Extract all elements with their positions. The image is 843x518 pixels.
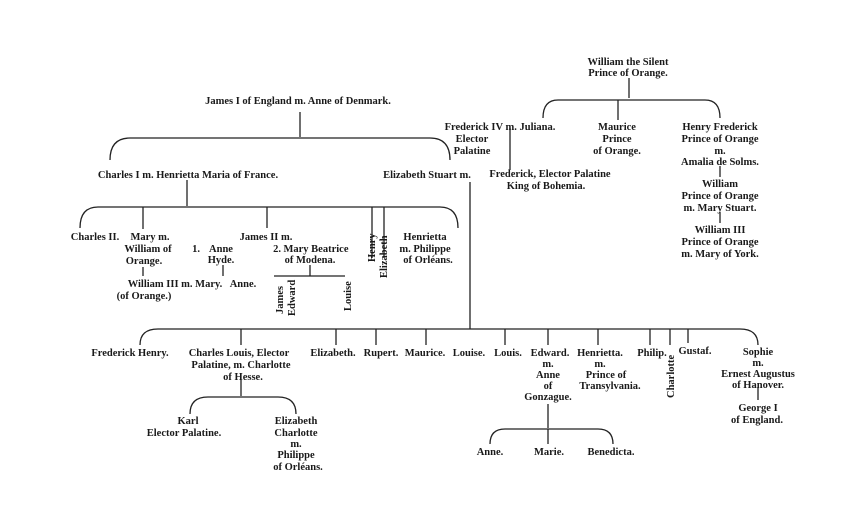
name-james-edward-1: James bbox=[275, 286, 286, 314]
title-henry-frederick: Prince of Orange bbox=[682, 134, 759, 145]
name-maurice: Maurice bbox=[598, 122, 636, 133]
connector bbox=[542, 99, 721, 119]
name-karl: Karl bbox=[178, 416, 199, 427]
title-charles-louis-2: of Hesse. bbox=[223, 372, 263, 383]
spouse-c-sophie: Ernest Augustus bbox=[721, 369, 795, 380]
name-louise-modena: Louise bbox=[343, 281, 354, 311]
title-mary: William of bbox=[124, 244, 172, 255]
title-frederick-iv: Elector bbox=[456, 134, 489, 145]
name-g-anne: Anne. bbox=[477, 447, 504, 458]
title-george-i: of England. bbox=[731, 415, 783, 426]
name-james-i: James I of England m. Anne of Denmark. bbox=[205, 96, 391, 107]
name-charles-ii: Charles II. bbox=[71, 232, 120, 243]
name-charles-louis: Charles Louis, Elector bbox=[189, 348, 290, 359]
title-william-silent: Prince of Orange. bbox=[588, 68, 668, 79]
marriage-c-henrietta: m. bbox=[594, 359, 606, 370]
marriage-c-edward: m. bbox=[542, 359, 554, 370]
name-james-ii: James II m. bbox=[240, 232, 293, 243]
name-henrietta: Henrietta bbox=[403, 232, 447, 243]
wife-number-2: 2. bbox=[273, 244, 281, 255]
spouse-c-henrietta: Prince of bbox=[586, 370, 627, 381]
title-karl: Elector Palatine. bbox=[147, 428, 222, 439]
title-henrietta: of Orléans. bbox=[403, 255, 453, 266]
marriage-henrietta: m. Philippe bbox=[399, 244, 451, 255]
spouse-c-sophie-2: of Hanover. bbox=[732, 380, 784, 391]
name-william-ii: William bbox=[702, 179, 738, 190]
wife-anne-hyde: Hyde. bbox=[208, 255, 235, 266]
marriage-liselotte: m. bbox=[290, 439, 302, 450]
name-henry-vertical: Henry bbox=[367, 233, 378, 262]
spouse-c-henrietta-2: Transylvania. bbox=[579, 381, 641, 392]
note-william-iii-of-orange: (of Orange.) bbox=[117, 291, 172, 302]
wife-mary-beatrice: Mary Beatrice bbox=[283, 244, 348, 255]
connector bbox=[109, 137, 451, 161]
name-william-iii-left: William III m. Mary. bbox=[128, 279, 223, 290]
wife-number-1: 1. bbox=[192, 244, 200, 255]
title-frederick-v: King of Bohemia. bbox=[507, 181, 586, 192]
marriage-william-iii-right: m. Mary of York. bbox=[681, 249, 759, 260]
connector bbox=[139, 328, 759, 346]
name-liselotte-2: Charlotte bbox=[274, 428, 317, 439]
wife-anne: Anne bbox=[209, 244, 233, 255]
name-c-elizabeth: Elizabeth. bbox=[310, 348, 356, 359]
name-c-charlotte-vertical: Charlotte bbox=[666, 355, 677, 398]
name-c-sophie: Sophie bbox=[743, 347, 774, 358]
name-c-maurice: Maurice. bbox=[405, 348, 446, 359]
name-elizabeth-stuart: Elizabeth Stuart m. bbox=[383, 170, 471, 181]
marriage-c-sophie: m. bbox=[752, 358, 764, 369]
name-william-iii-right: William III bbox=[695, 225, 746, 236]
name-amalia: Amalia de Solms. bbox=[681, 157, 759, 168]
name-c-edward: Edward. bbox=[531, 348, 570, 359]
name-henry-frederick: Henry Frederick bbox=[682, 122, 757, 133]
spouse-liselotte-2: of Orléans. bbox=[273, 462, 323, 473]
name-frederick-iv: Frederick IV m. Juliana. bbox=[445, 122, 556, 133]
title-mary-2: Orange. bbox=[126, 256, 163, 267]
marriage-william-ii: m. Mary Stuart. bbox=[684, 203, 757, 214]
title-charles-louis: Palatine, m. Charlotte bbox=[191, 360, 290, 371]
spouse-c-edward: Anne bbox=[536, 370, 560, 381]
name-c-henrietta: Henrietta. bbox=[577, 348, 623, 359]
connector bbox=[489, 428, 614, 445]
name-charles-i: Charles I m. Henrietta Maria of France. bbox=[98, 170, 279, 181]
name-elizabeth-vertical: Elizabeth bbox=[379, 235, 390, 278]
name-william-silent: William the Silent bbox=[588, 57, 669, 68]
title-maurice-2: of Orange. bbox=[593, 146, 641, 157]
name-c-louis: Louis. bbox=[494, 348, 522, 359]
spouse-liselotte: Philippe bbox=[277, 450, 315, 461]
person-labels: William the Silent Prince of Orange. Jam… bbox=[71, 57, 795, 473]
connector bbox=[189, 396, 297, 415]
marriage-henry-frederick: m. bbox=[714, 146, 726, 157]
name-g-marie: Marie. bbox=[534, 447, 564, 458]
name-c-philip: Philip. bbox=[637, 348, 667, 359]
spouse-c-edward-of: of bbox=[544, 381, 553, 392]
connector bbox=[79, 206, 459, 229]
name-g-benedicta: Benedicta. bbox=[588, 447, 635, 458]
title-william-iii-right: Prince of Orange bbox=[682, 237, 759, 248]
name-george-i: George I bbox=[738, 403, 777, 414]
name-frederick-henry: Frederick Henry. bbox=[91, 348, 169, 359]
spouse-c-edward-gonzague: Gonzague. bbox=[524, 392, 572, 403]
name-c-louise: Louise. bbox=[453, 348, 486, 359]
title-william-ii: Prince of Orange bbox=[682, 191, 759, 202]
name-c-rupert: Rupert. bbox=[364, 348, 399, 359]
name-anne-queen: Anne. bbox=[230, 279, 257, 290]
title-maurice: Prince bbox=[602, 134, 631, 145]
name-james-edward-2: Edward bbox=[287, 280, 298, 316]
name-frederick-v: Frederick, Elector Palatine bbox=[489, 169, 611, 180]
tree-connector-lines bbox=[79, 78, 759, 445]
name-mary: Mary m. bbox=[130, 232, 169, 243]
name-liselotte: Elizabeth bbox=[275, 416, 318, 427]
name-c-gustaf: Gustaf. bbox=[679, 346, 712, 357]
title-frederick-iv-2: Palatine bbox=[454, 146, 491, 157]
wife-modena: of Modena. bbox=[285, 255, 336, 266]
